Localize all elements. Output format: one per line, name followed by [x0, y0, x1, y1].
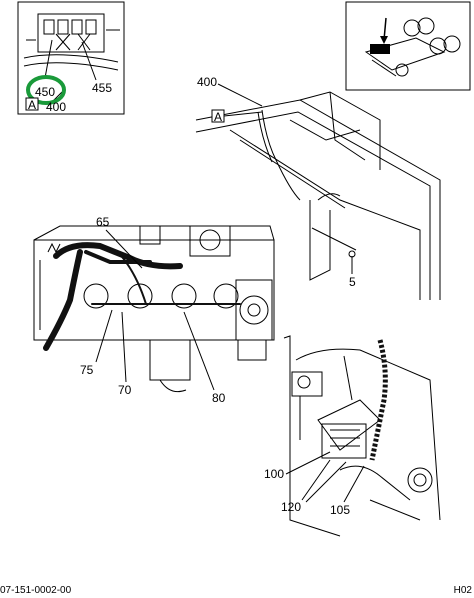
- callout-5: 5: [349, 275, 356, 289]
- label-a-inset: A: [28, 98, 36, 112]
- callout-400-inset: 400: [46, 100, 66, 114]
- callout-450: 450: [35, 85, 55, 99]
- inset-detail-a: 450 455 A 400: [17, 1, 125, 115]
- drawing-number: 07-151-0002-00: [0, 585, 72, 596]
- highlight-ring: [26, 75, 66, 105]
- callout-70: 70: [118, 383, 132, 397]
- callout-80: 80: [212, 391, 226, 405]
- callout-100: 100: [264, 467, 284, 481]
- braided-harness: [369, 339, 388, 461]
- callout-455: 455: [92, 81, 112, 95]
- callout-105: 105: [330, 503, 350, 517]
- vehicle-locator-inset: [345, 1, 471, 91]
- drawing-code: H02: [453, 585, 472, 596]
- engine-drawing: [33, 225, 275, 393]
- label-a-main: A: [214, 110, 222, 124]
- connector-detail-drawing: [283, 335, 441, 537]
- wiring-harness: [43, 242, 241, 351]
- frame-rail-drawing: [195, 91, 441, 300]
- callout-400-main: 400: [197, 75, 217, 89]
- callout-65: 65: [96, 215, 110, 229]
- callout-75: 75: [80, 363, 94, 377]
- callout-120: 120: [281, 500, 301, 514]
